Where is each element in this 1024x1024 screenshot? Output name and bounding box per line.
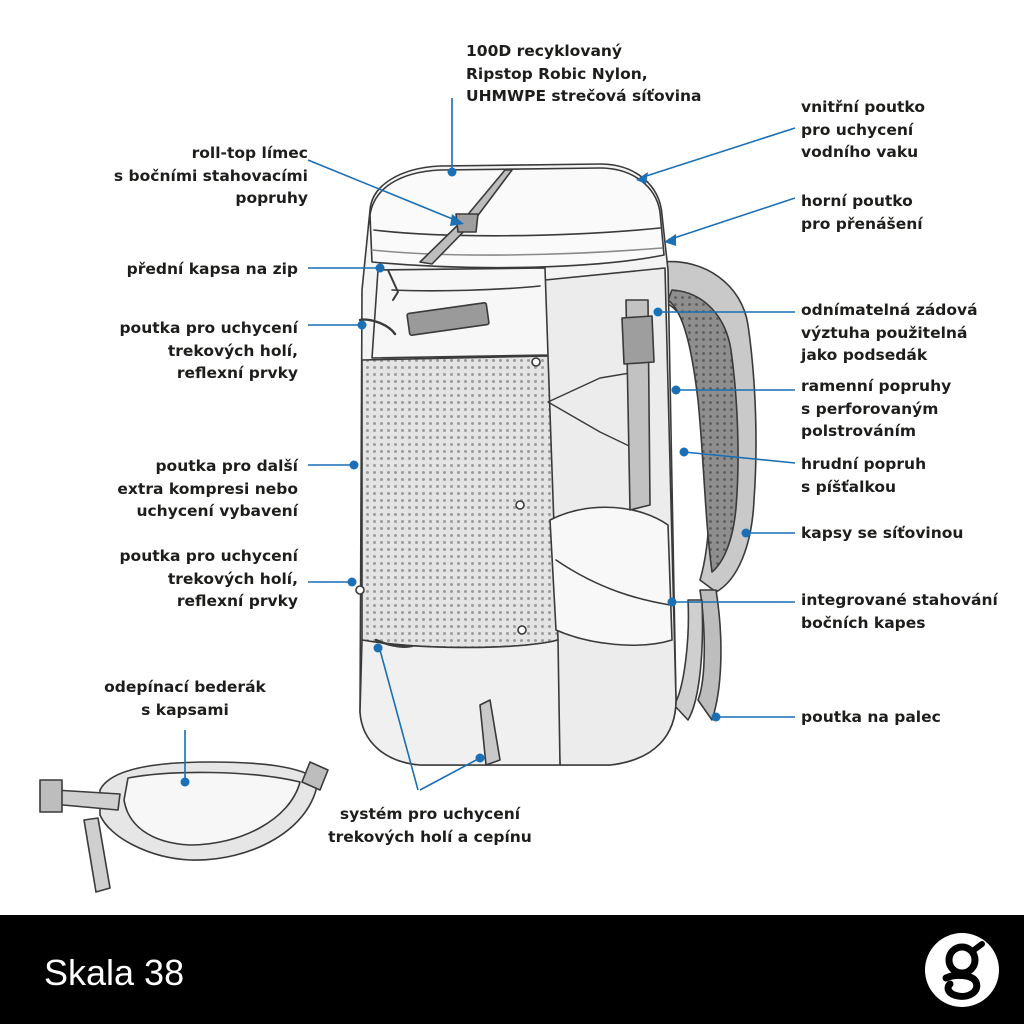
strap-webbing-left [673,599,704,721]
callout-shoulder-straps: ramenní popruhy s perforovaným polstrová… [801,377,952,440]
compression-loop-2 [515,500,525,510]
shoulder-strap-padding [667,289,739,573]
mesh-front-pocket [361,355,559,649]
callout-back-pad: odnímatelná zádová výztuha použitelná ja… [801,301,978,364]
reflective-loop-2 [374,638,414,648]
g-logo-icon [925,933,999,1007]
footer-bar: Skala 38 [0,915,1024,1024]
callout-leaders [184,98,796,791]
brand-label [406,301,490,337]
callout-roll-top: roll-top límec s bočními stahovacími pop… [113,144,308,207]
backpack-drawing [355,163,757,766]
callout-hipbelt: odepínací bederák s kapsami [104,678,266,719]
reflective-loop-1 [358,318,397,336]
zip-line [391,285,541,292]
pole-loop [479,699,501,766]
callout-compression-loops: poutka pro další extra kompresi nebo uch… [117,457,298,520]
roll-top-fold [373,227,661,237]
backpack-illustration [39,98,796,893]
product-title: Skala 38 [44,952,185,993]
hipbelt-buckle [39,779,63,813]
hipbelt-drawing [39,761,329,893]
callout-inner-loop: vnitřní poutko pro uchycení vodního vaku [801,98,925,161]
callout-fabric: 100D recyklovaný Ripstop Robic Nylon, UH… [466,42,702,105]
bottom-panel [359,639,561,766]
compression-loop-3 [517,625,527,635]
hipbelt-pocket [123,771,301,846]
callout-dots [180,167,751,787]
compression-loop-1 [531,357,541,367]
roll-top-fold-2 [371,247,663,256]
zip-pull [387,269,399,301]
top-strap-buckle [455,213,479,233]
strap-webbing-lower [697,589,722,721]
callout-chest-strap: hrudní popruh s píšťalkou [801,455,927,496]
chest-buckle [621,315,655,365]
callout-mesh-pockets: kapsy se síťovinou [801,524,964,542]
callout-pole-loops-top: poutka pro uchycení trekových holí, refl… [119,319,298,382]
callout-pole-loops-bottom: poutka pro uchycení trekových holí, refl… [119,547,298,610]
callout-side-cinch: integrované stahování bočních kapes [801,591,998,632]
callout-thumb-loops: poutka na palec [801,708,941,726]
callout-pole-system: systém pro uchycení trekových holí a cep… [328,805,532,846]
hipbelt-buckle-right [301,761,329,791]
side-mesh-pocket [549,506,673,646]
callout-zip-pocket: přední kapsa na zip [126,260,298,278]
hipbelt-strap-tail [83,817,111,893]
callout-top-handle: horní poutko pro přenášení [801,192,923,233]
compression-loop-4 [355,585,365,595]
side-cinch-cord [555,559,671,606]
